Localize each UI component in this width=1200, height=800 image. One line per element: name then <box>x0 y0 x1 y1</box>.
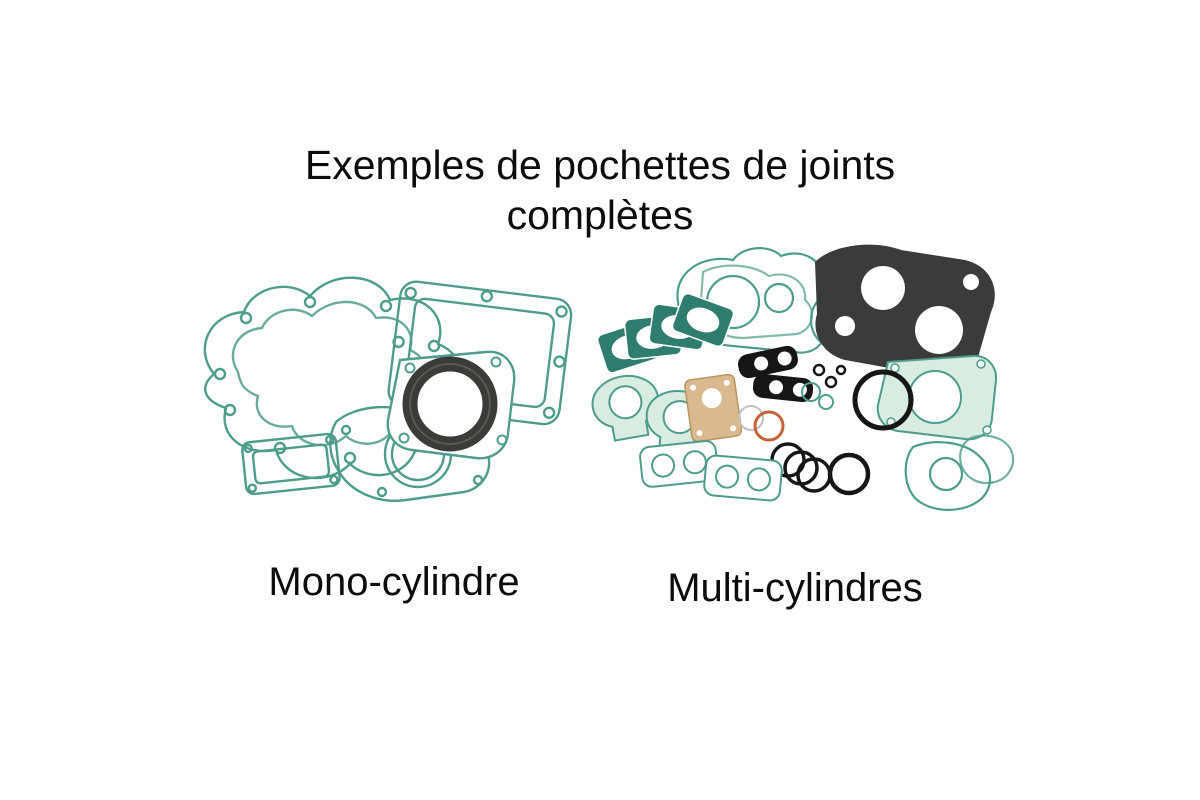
paper-gasket <box>684 373 743 443</box>
title-line-1: Exemples de pochettes de joints <box>304 142 896 188</box>
right-head-gasket <box>852 354 998 441</box>
multi-cylinder-label: Multi-cylindres <box>667 566 923 610</box>
side-cover-gaskets <box>904 434 1015 511</box>
page-title: Exemples de pochettes de joints complète… <box>0 140 1200 240</box>
title-line-2: complètes <box>506 192 694 239</box>
exhaust-gasket-stack <box>596 292 735 374</box>
mono-cylinder-figure <box>186 252 581 527</box>
small-rect-gasket-outline <box>241 432 341 496</box>
twin-hole-gaskets <box>639 440 783 502</box>
manifold-gaskets <box>738 345 814 403</box>
mono-cylinder-label: Mono-cylindre <box>268 560 520 604</box>
graphite-gasket <box>815 244 995 378</box>
mono-cylinder-gasket-illustration <box>203 276 573 502</box>
head-gasket <box>386 350 516 460</box>
multi-cylinder-gasket-illustration <box>591 244 1015 511</box>
o-ring-fan <box>770 442 871 496</box>
small-o-rings <box>738 363 847 442</box>
multi-cylinder-figure <box>583 242 1018 527</box>
